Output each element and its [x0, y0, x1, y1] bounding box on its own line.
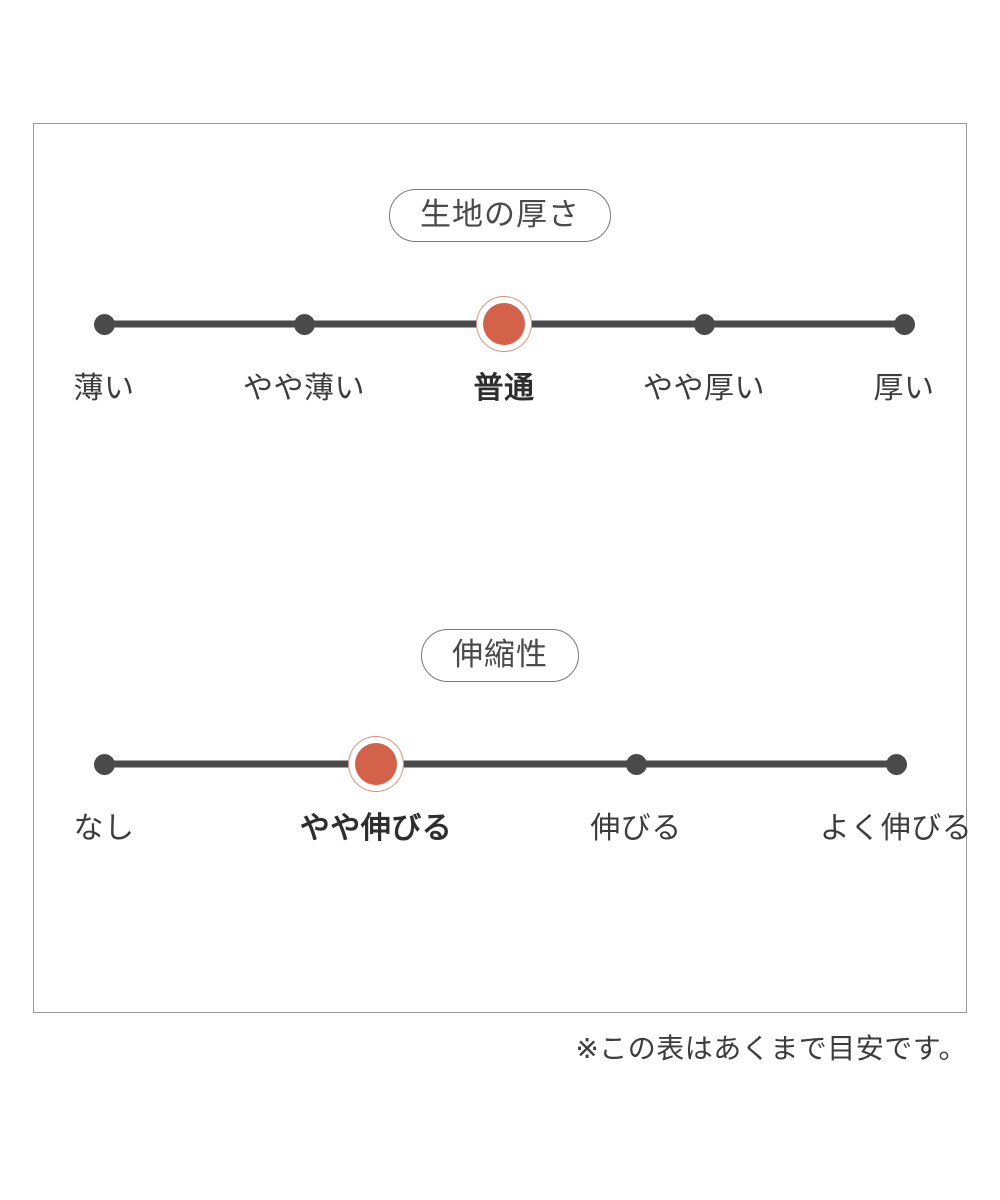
scale-dot-yaya-usui[interactable] [293, 313, 315, 335]
scale-stretchability [34, 743, 966, 785]
scale-label-nashi: なし [73, 812, 135, 845]
scale-dot-yaya-atsui[interactable] [693, 313, 715, 335]
scale-labels-stretchability: なし やや伸びる 伸びる よく伸びる [34, 810, 972, 854]
scale-label-yaya-atsui: やや厚い [643, 372, 765, 405]
fabric-spec-panel: 生地の厚さ 薄い やや薄い 普通 やや厚い 厚い 伸縮性 [33, 123, 972, 1013]
scale-dot-futsuu[interactable] [483, 303, 525, 345]
scale-labels-fabric-thickness: 薄い やや薄い 普通 やや厚い 厚い [34, 370, 966, 414]
scale-track [104, 760, 896, 768]
scale-label-futsuu: 普通 [473, 372, 535, 405]
section-heading-stretchability: 伸縮性 [421, 629, 579, 682]
scale-label-atsui: 厚い [873, 372, 935, 405]
section-stretchability: 伸縮性 なし やや伸びる 伸びる よく伸びる [34, 629, 972, 854]
scale-dot-nashi[interactable] [93, 753, 115, 775]
scale-label-yoku-nobiru: よく伸びる [819, 812, 973, 845]
scale-fabric-thickness [34, 303, 966, 345]
scale-dot-usui[interactable] [93, 313, 115, 335]
scale-label-yaya-usui: やや薄い [243, 372, 365, 405]
section-heading-wrap: 生地の厚さ [34, 189, 966, 242]
scale-label-nobiru: 伸びる [590, 812, 682, 845]
scale-dot-nobiru[interactable] [625, 753, 647, 775]
scale-dot-atsui[interactable] [893, 313, 915, 335]
scale-dot-yoku-nobiru[interactable] [885, 753, 907, 775]
section-fabric-thickness: 生地の厚さ 薄い やや薄い 普通 やや厚い 厚い [34, 189, 966, 414]
scale-label-yaya-nobiru: やや伸びる [299, 812, 453, 845]
section-heading-wrap: 伸縮性 [34, 629, 966, 682]
footnote-disclaimer: ※この表はあくまで目安です。 [575, 1033, 967, 1064]
scale-dot-yaya-nobiru[interactable] [355, 743, 397, 785]
section-heading-fabric-thickness: 生地の厚さ [389, 189, 611, 242]
scale-label-usui: 薄い [73, 372, 135, 405]
